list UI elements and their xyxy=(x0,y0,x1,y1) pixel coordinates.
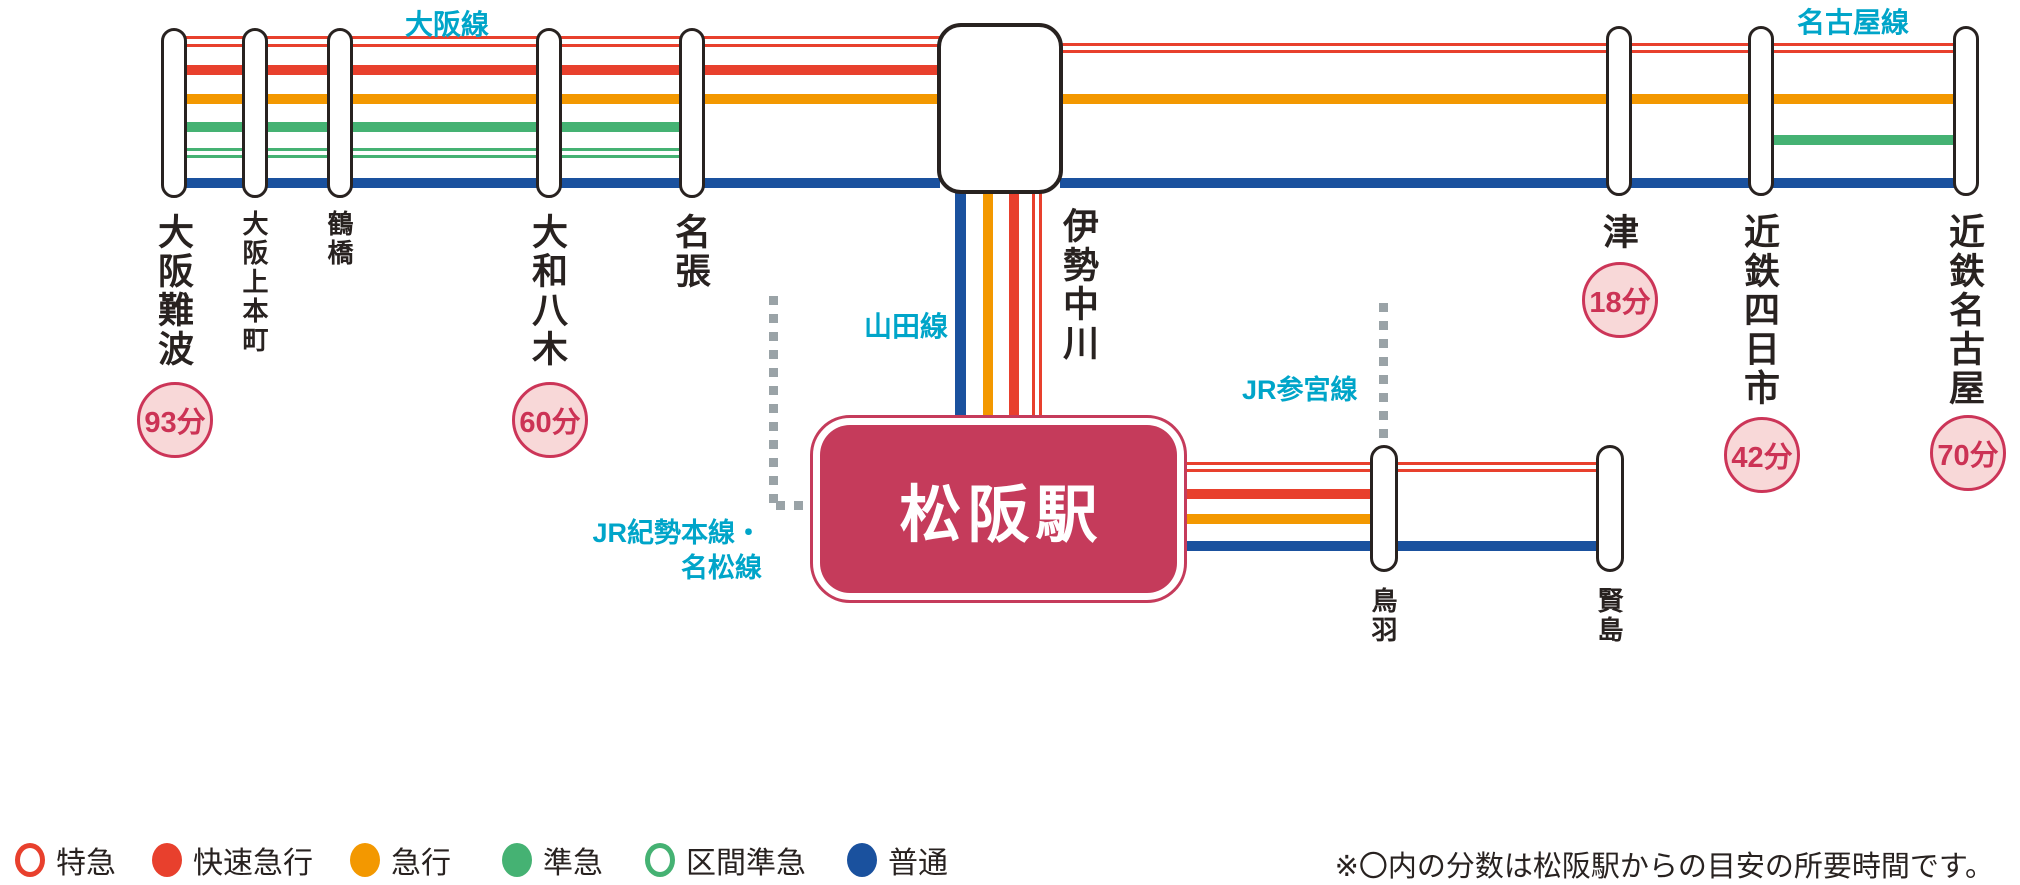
rapid-express-dot-icon xyxy=(152,843,182,877)
line-label-yamada-line: 山田線 xyxy=(864,311,949,342)
yamada-line-limited-express-track-left xyxy=(1032,190,1035,418)
legend-label: 快速急行 xyxy=(193,847,313,880)
line-label-jr-kisei-meisho: JR紀勢本線・ 名松線 xyxy=(572,516,762,585)
station-label-kintetsu-yokkaichi: 近鉄四日市 xyxy=(1739,213,1780,408)
station-label-nabari: 名張 xyxy=(670,213,711,291)
legend-label: 急行 xyxy=(391,847,451,880)
time-badge-kintetsu-yokkaichi: 42分 xyxy=(1724,417,1800,493)
yamada-line-express-track xyxy=(983,190,993,418)
station-node-toba xyxy=(1370,445,1398,572)
nagoya-line-express-track xyxy=(1060,94,1966,104)
legend-item-limited-express: 特急 xyxy=(15,840,116,880)
legend-label: 特急 xyxy=(56,847,116,880)
legend-label: 準急 xyxy=(543,847,603,880)
nagoya-line-limited-express-track-upper xyxy=(1060,43,1966,46)
yamada-line-local-track xyxy=(955,190,966,418)
jr-kisei-meisho-dashed-line xyxy=(769,296,778,509)
station-label-ise-nakagawa: 伊勢中川 xyxy=(1058,207,1099,363)
station-node-yamato-yagi xyxy=(536,28,562,198)
time-badge-kintetsu-nagoya: 70分 xyxy=(1930,415,2006,491)
legend-item-section-semi-express: 区間準急 xyxy=(645,840,806,880)
section-semi-express-ring-icon xyxy=(645,843,675,877)
legend-item-rapid-express: 快速急行 xyxy=(152,840,313,880)
yamada-line-limited-express-track-right xyxy=(1039,190,1042,418)
jr-kisei-line1: JR紀勢本線・ xyxy=(592,518,762,548)
limited-express-ring-icon xyxy=(15,843,45,877)
legend-label: 区間準急 xyxy=(686,847,806,880)
express-dot-icon xyxy=(350,843,380,877)
station-node-kintetsu-nagoya xyxy=(1953,26,1979,196)
osaka-line-section-semi-express-track-upper xyxy=(168,148,692,151)
semi-express-dot-icon xyxy=(502,843,532,877)
matsusaka-station-name: 松阪駅 xyxy=(899,481,1104,550)
station-label-yamato-yagi: 大和八木 xyxy=(527,213,568,369)
station-label-osaka-namba: 大阪難波 xyxy=(153,213,194,369)
osaka-line-section-semi-express-track-lower xyxy=(168,155,692,158)
jr-sangu-dashed-line xyxy=(1379,303,1388,439)
time-badge-tsu: 18分 xyxy=(1582,262,1658,338)
local-dot-icon xyxy=(847,843,877,877)
time-badge-osaka-namba: 93分 xyxy=(137,382,213,458)
station-node-kintetsu-yokkaichi xyxy=(1748,26,1774,196)
station-node-osaka-uehommachi xyxy=(242,28,268,198)
matsusaka-station-box: 松阪駅 xyxy=(810,415,1187,603)
jr-kisei-meisho-dashed-elbow xyxy=(776,501,804,510)
station-node-tsuruhashi xyxy=(327,28,353,198)
matsusaka-station-box-fill: 松阪駅 xyxy=(820,425,1177,593)
station-label-tsu: 津 xyxy=(1598,213,1639,252)
legend-item-express: 急行 xyxy=(350,840,451,880)
nagoya-line-limited-express-track-lower xyxy=(1060,50,1966,53)
line-label-jr-sangu-line: JR参宮線 xyxy=(1242,375,1358,405)
nagoya-line-local-track xyxy=(1060,178,1966,188)
line-label-osaka-line: 大阪線 xyxy=(405,9,490,40)
station-label-osaka-uehommachi: 大阪上本町 xyxy=(239,210,269,355)
station-node-tsu xyxy=(1606,26,1632,196)
station-node-kashikojima xyxy=(1596,445,1624,572)
station-label-kintetsu-nagoya: 近鉄名古屋 xyxy=(1944,213,1985,408)
legend-label: 普通 xyxy=(888,847,948,880)
station-label-tsuruhashi: 鶴橋 xyxy=(324,210,354,268)
nagoya-line-semi-express-track xyxy=(1758,135,1966,145)
station-node-osaka-namba xyxy=(161,28,187,198)
toba-line-rapid-express-track xyxy=(1183,489,1385,499)
station-label-toba: 鳥羽 xyxy=(1368,587,1398,645)
station-node-nabari xyxy=(679,28,705,198)
station-label-kashikojima: 賢島 xyxy=(1594,587,1624,645)
legend-item-semi-express: 準急 xyxy=(502,840,603,880)
line-label-nagoya-line: 名古屋線 xyxy=(1797,7,1910,38)
toba-line-express-track xyxy=(1183,514,1385,524)
yamada-line-rapid-express-track xyxy=(1009,190,1019,418)
osaka-line-semi-express-track xyxy=(168,122,692,132)
jr-kisei-line2: 名松線 xyxy=(681,552,762,583)
legend-item-local: 普通 xyxy=(847,840,948,880)
station-node-ise-nakagawa xyxy=(937,23,1063,194)
time-badge-yamato-yagi: 60分 xyxy=(512,382,588,458)
footnote: ※〇内の分数は松阪駅からの目安の所要時間です。 xyxy=(1334,851,1994,883)
